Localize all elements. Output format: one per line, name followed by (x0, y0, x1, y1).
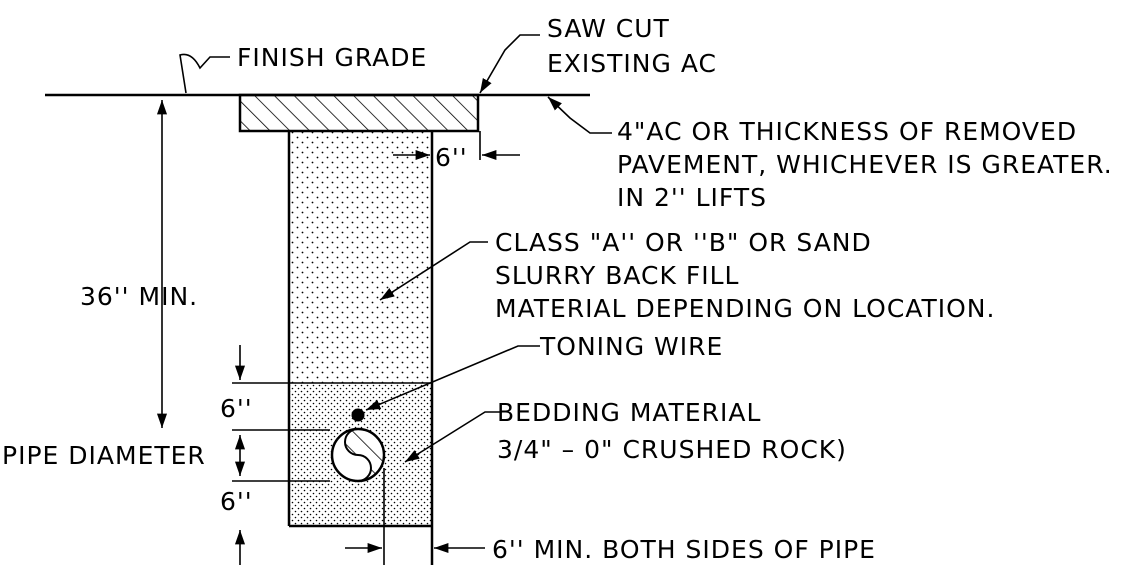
finish-grade-label: FINISH GRADE (237, 43, 427, 72)
pipe-diameter-label: PIPE DIAMETER (2, 441, 206, 470)
ac-leader (547, 96, 612, 134)
bedding-leader (404, 411, 500, 463)
saw-cut-label-line1: SAW CUT (547, 14, 670, 43)
toning-wire-symbol (351, 408, 365, 422)
six-inch-lower-label: 6'' (220, 487, 253, 516)
six-inch-upper-label: 6'' (220, 394, 253, 423)
finish-grade-leader (179, 53, 230, 94)
toning-wire-leader (365, 345, 540, 411)
backfill-zone (289, 131, 432, 383)
backfill-label-line1: CLASS "A'' OR ''B" OR SAND (495, 228, 872, 257)
backfill-label-line3: MATERIAL DEPENDING ON LOCATION. (495, 294, 995, 323)
ac-label-line1: 4"AC OR THICKNESS OF REMOVED (617, 117, 1077, 146)
pipe-symbol (330, 427, 386, 483)
backfill-leader (379, 241, 488, 301)
ac-label-line2: PAVEMENT, WHICHEVER IS GREATER. (617, 150, 1113, 179)
backfill-label-line2: SLURRY BACK FILL (495, 261, 739, 290)
bedding-label-line1: BEDDING MATERIAL (497, 398, 761, 427)
six-inch-min-sides-label: 6'' MIN. BOTH SIDES OF PIPE (492, 535, 876, 564)
toning-wire-label: TONING WIRE (539, 332, 723, 361)
saw-cut-label-line2: EXISTING AC (547, 49, 717, 78)
ac-label-line3: IN 2'' LIFTS (617, 183, 767, 212)
depth-label: 36'' MIN. (80, 282, 198, 311)
bedding-label-line2: 3/4" – 0" CRUSHED ROCK) (497, 435, 847, 464)
ac-patch (238, 93, 480, 133)
six-inch-top-label: 6'' (435, 143, 468, 172)
saw-cut-leader (479, 34, 540, 94)
